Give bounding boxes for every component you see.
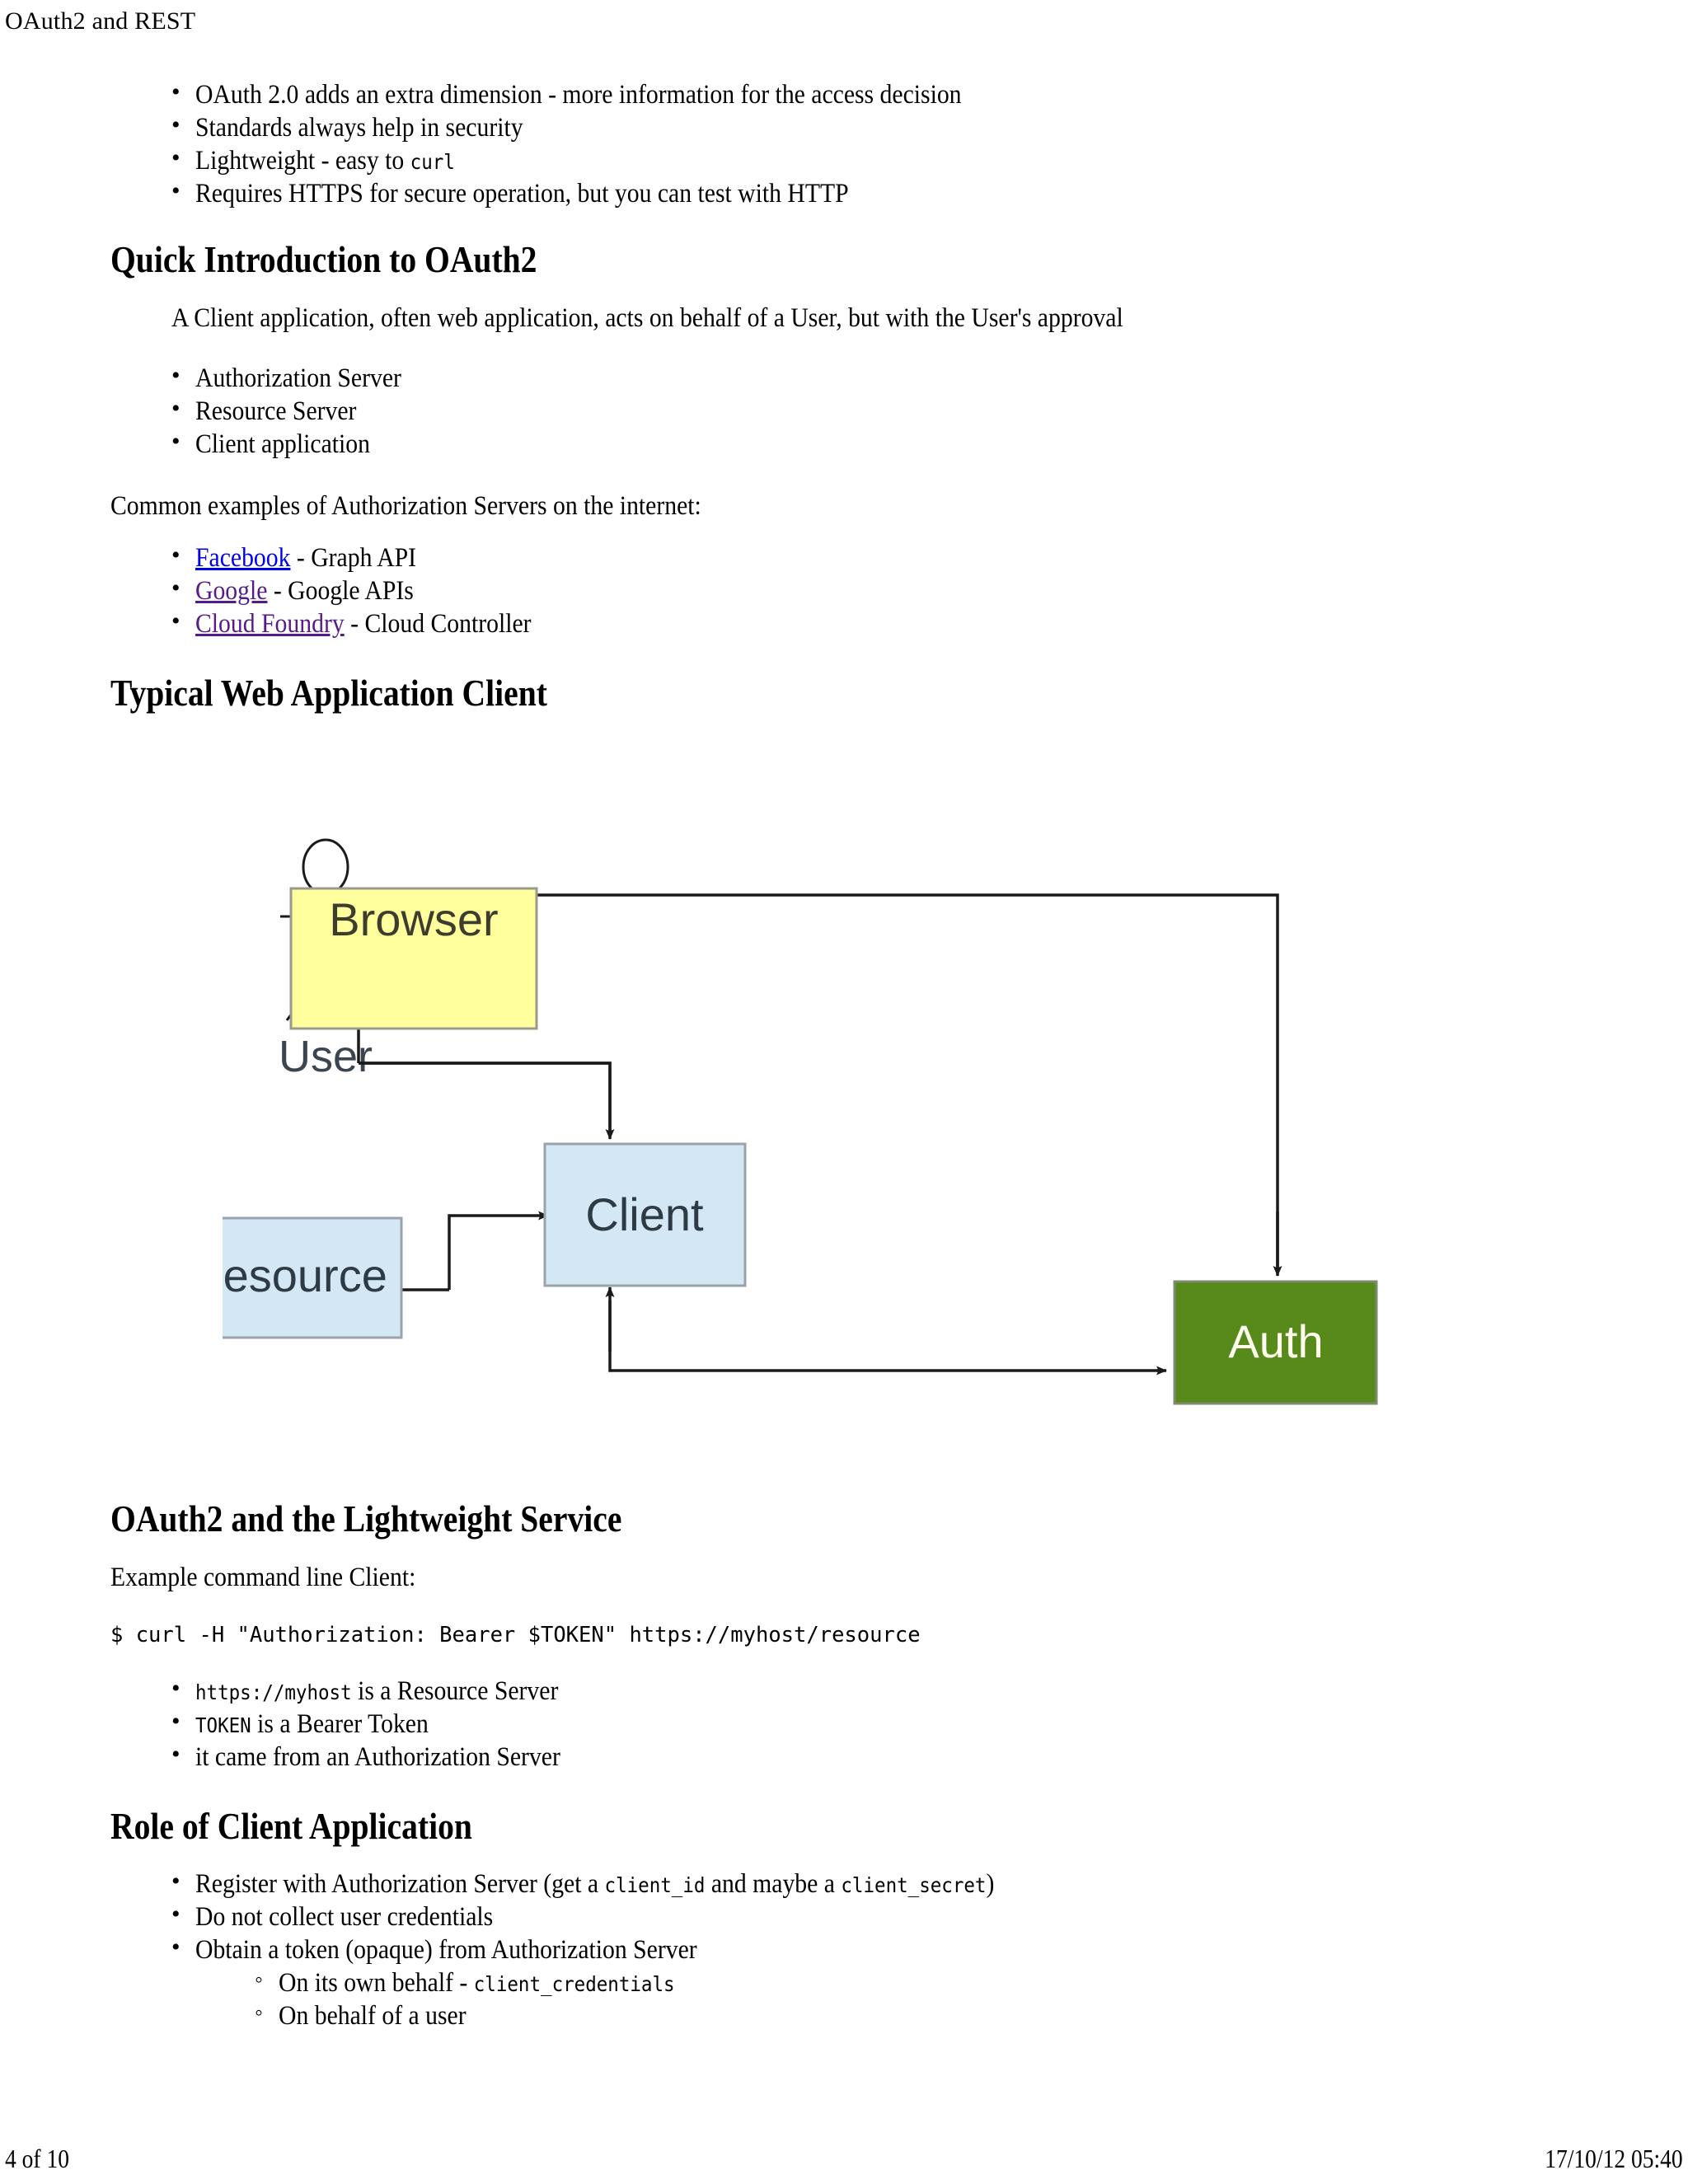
diagram-node-resource-label: Resource [223, 1249, 387, 1301]
diagram-node-resource: Resource [223, 1216, 403, 1339]
edge-client-to-auth [608, 1301, 1167, 1376]
note-text: is a Resource Server [351, 1676, 559, 1707]
section-lightweight-heading-block: OAuth2 and the Lightweight Service [110, 1498, 1586, 1540]
list-item: Standards always help in security [171, 110, 1586, 145]
edge-browser-to-client [359, 1062, 615, 1140]
sub-bullet-text: On its own behalf - [279, 1968, 474, 1999]
sub-bullet-text: On behalf of a user [279, 2001, 467, 2032]
list-item: OAuth 2.0 adds an extra dimension - more… [171, 77, 1586, 112]
diagram-node-client-label: Client [585, 1188, 704, 1240]
diagram-node-browser: Browser [289, 887, 538, 1030]
example-command-intro: Example command line Client: [110, 1563, 416, 1593]
link-facebook[interactable]: Facebook [195, 543, 291, 574]
list-item: Authorization Server [171, 361, 1586, 396]
list-item: Google - Google APIs [171, 574, 1586, 608]
bullet-text: Authorization Server [195, 363, 401, 394]
curl-command-block: $ curl -H "Authorization: Bearer $TOKEN"… [110, 1622, 921, 1647]
list-item: Do not collect user credentials [171, 1900, 1586, 1934]
heading-typical-web-application-client: Typical Web Application Client [110, 673, 547, 715]
footer-page-number: 4 of 10 [5, 2143, 69, 2173]
bullet-text: Resource Server [195, 396, 357, 427]
diagram-node-auth-label: Auth [1228, 1315, 1323, 1367]
footer-timestamp: 17/10/12 05:40 [1545, 2143, 1683, 2173]
diagram-node-auth: Auth [1173, 1280, 1378, 1405]
example-suffix: - Cloud Controller [344, 609, 532, 640]
user-actor-label: User [279, 1032, 373, 1081]
edge-auth-to-browser [485, 890, 1279, 1269]
list-item: Client application [171, 427, 1586, 462]
bullet-text: Requires HTTPS for secure operation, but… [195, 178, 849, 209]
bullet-text: Do not collect user credentials [195, 1902, 494, 1933]
bullet-text-prefix: Lightweight - easy to [195, 145, 410, 176]
oauth-roles-list: Authorization Server Resource Server Cli… [110, 361, 1586, 462]
link-cloud-foundry[interactable]: Cloud Foundry [195, 609, 345, 640]
intro-bullet-list: OAuth 2.0 adds an extra dimension - more… [110, 77, 1586, 211]
running-header: OAuth2 and REST [5, 7, 196, 35]
heading-oauth2-lightweight-service: OAuth2 and the Lightweight Service [110, 1498, 622, 1540]
bullet-text: Client application [195, 429, 370, 460]
note-text: is a Bearer Token [251, 1709, 429, 1740]
authorization-server-examples-list: Facebook - Graph API Google - Google API… [110, 541, 1586, 641]
role-of-client-list: Register with Authorization Server (get … [110, 1867, 1586, 2033]
list-item: Resource Server [171, 394, 1586, 429]
inline-code-client-id: client_id [604, 1873, 706, 1898]
list-item: On behalf of a user [255, 1999, 1586, 2033]
bullet-text: ) [986, 1869, 995, 1900]
diagram-node-client: Client [543, 1142, 747, 1287]
quick-intro-blockquote: A Client application, often web applicat… [171, 303, 1123, 334]
list-item: Obtain a token (opaque) from Authorizati… [171, 1933, 1586, 2033]
slide-content: OAuth 2.0 adds an extra dimension - more… [110, 77, 1586, 736]
list-item: https://myhost is a Resource Server [171, 1674, 1586, 1708]
slide-content-lower: OAuth2 and the Lightweight Service Examp… [110, 1498, 1586, 2033]
list-item: Lightweight - easy to curl [171, 143, 1586, 178]
heading-quick-introduction: Quick Introduction to OAuth2 [110, 238, 537, 280]
bullet-text: Lightweight - easy to curl [195, 145, 455, 178]
role-of-client-sublist: On its own behalf - client_credentials O… [195, 1966, 1586, 2033]
list-item: it came from an Authorization Server [171, 1740, 1586, 1774]
list-item: On its own behalf - client_credentials [255, 1966, 1586, 2000]
bullet-text: Obtain a token (opaque) from Authorizati… [195, 1935, 697, 1966]
inline-code-myhost: https://myhost [195, 1680, 352, 1705]
bullet-text: OAuth 2.0 adds an extra dimension - more… [195, 80, 962, 110]
lightweight-notes-list: https://myhost is a Resource Server TOKE… [110, 1674, 1586, 1774]
section-quick-intro-heading-block: Quick Introduction to OAuth2 [110, 239, 1586, 280]
list-item: Cloud Foundry - Cloud Controller [171, 607, 1586, 641]
list-item: Facebook - Graph API [171, 541, 1586, 575]
bullet-text: Standards always help in security [195, 112, 523, 143]
inline-code-curl: curl [410, 149, 455, 174]
link-google[interactable]: Google [195, 576, 268, 607]
oauth-flow-diagram: User Browser Client Resourc [223, 824, 1393, 1418]
section-typical-web-client-heading-block: Typical Web Application Client [110, 673, 1586, 714]
inline-code-token: TOKEN [195, 1713, 251, 1738]
example-suffix: - Graph API [290, 543, 417, 574]
heading-role-of-client-application: Role of Client Application [110, 1806, 472, 1847]
list-item: TOKEN is a Bearer Token [171, 1707, 1586, 1741]
section-role-of-client-heading-block: Role of Client Application [110, 1806, 1586, 1847]
list-item: Register with Authorization Server (get … [171, 1867, 1586, 1901]
examples-intro-paragraph: Common examples of Authorization Servers… [110, 491, 701, 522]
edge-client-to-resource-upper [448, 1211, 549, 1290]
list-item: Requires HTTPS for secure operation, but… [171, 176, 1586, 211]
example-suffix: - Google APIs [267, 576, 414, 607]
edge-browser-to-client-path [359, 1062, 612, 1136]
inline-code-client-credentials: client_credentials [473, 1972, 675, 1997]
inline-code-client-secret: client_secret [841, 1873, 987, 1898]
note-text: it came from an Authorization Server [195, 1742, 560, 1773]
bullet-text: and maybe a [705, 1869, 842, 1900]
diagram-node-browser-label: Browser [329, 893, 498, 945]
bullet-text: Register with Authorization Server (get … [195, 1869, 605, 1900]
